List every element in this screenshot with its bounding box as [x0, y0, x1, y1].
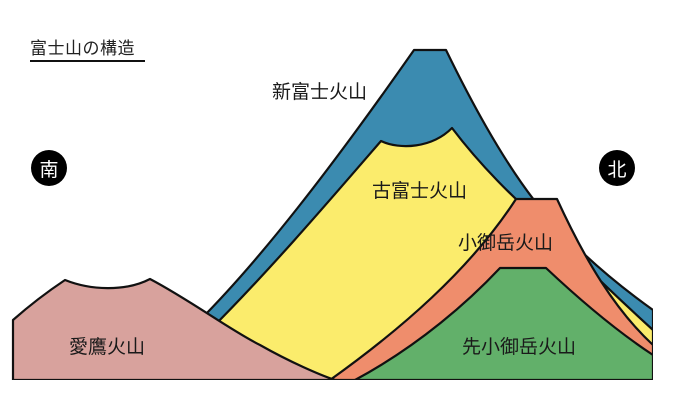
- ashitaka-layer: [11, 277, 337, 382]
- sen-komitake-layer: [353, 266, 655, 382]
- sen-komitake-label: 先小御岳火山: [462, 336, 577, 358]
- north-compass-icon: 北: [599, 150, 635, 186]
- south-label: 南: [39, 158, 59, 181]
- ko-fuji-label: 古富士火山: [372, 180, 468, 202]
- title-underline: [30, 60, 145, 62]
- shin-fuji-label: 新富士火山: [272, 81, 368, 103]
- komitake-label: 小御岳火山: [458, 232, 554, 254]
- diagram-title: 富士山の構造: [30, 39, 135, 59]
- ashitaka-label: 愛鷹火山: [69, 336, 146, 358]
- north-label: 北: [607, 158, 627, 181]
- south-compass-icon: 南: [31, 150, 67, 186]
